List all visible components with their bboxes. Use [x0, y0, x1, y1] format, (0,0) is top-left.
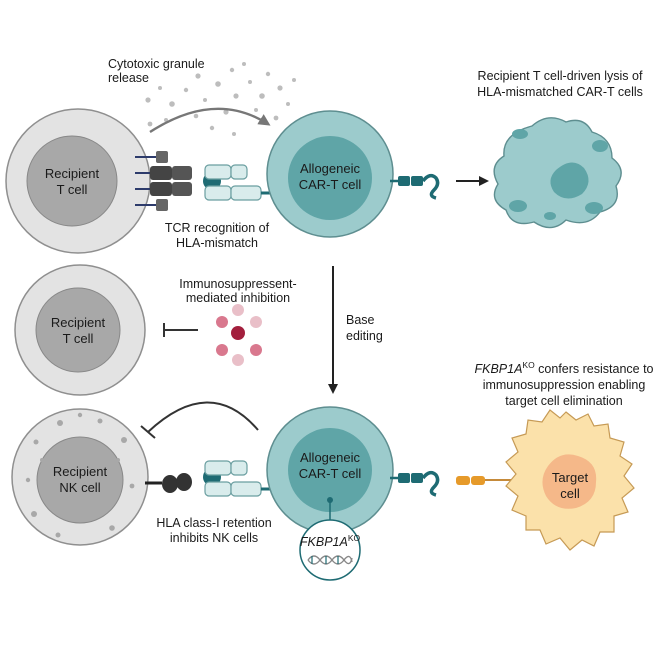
hla-molecule-1	[203, 164, 276, 201]
hla-label-2: inhibits NK cells	[170, 531, 258, 545]
fkbp1a-ko-label: FKBP1AKO	[300, 533, 361, 549]
hla-molecule-2	[203, 460, 276, 497]
inhibition-marker	[163, 323, 198, 337]
tcr-label-1: TCR recognition of	[165, 221, 270, 235]
granule-release-label-1: Cytotoxic granule	[108, 57, 205, 71]
tcr-receptors	[135, 151, 192, 211]
immuno-label-1: Immunosuppressent-	[179, 277, 296, 291]
recipient-t-cell-2-label-2: T cell	[63, 331, 94, 346]
allogeneic-car-t-cell-2: Allogeneic CAR-T cell	[266, 406, 394, 534]
fkbp1a-ko-bubble: FKBP1AKO	[299, 519, 361, 581]
allogeneic-car-t-cell-1: Allogeneic CAR-T cell	[266, 110, 394, 238]
immunosuppressant-molecules	[216, 304, 262, 366]
nk-cell-label-1: Recipient	[53, 464, 108, 479]
dna-helix-icon	[307, 555, 353, 565]
granule-release-label-2: release	[108, 71, 149, 85]
lysed-car-t-cell	[493, 117, 622, 229]
nk-inhibitory-receptor	[145, 473, 192, 493]
granule-arrow	[149, 107, 271, 134]
nk-cell-label-2: NK cell	[59, 480, 100, 495]
car-receptor-2	[390, 470, 440, 497]
resistance-label-2: immunosuppression enabling	[483, 378, 646, 392]
resistance-label-3: target cell elimination	[505, 394, 622, 408]
tcr-label-2: HLA-mismatch	[176, 236, 258, 250]
target-cell-label-1: Target	[552, 470, 589, 485]
car-receptor-1	[390, 173, 440, 200]
cytotoxic-granules	[145, 62, 296, 136]
fkbp-gene-sup: KO	[348, 533, 361, 543]
target-cell-label-2: cell	[560, 486, 580, 501]
fkbp-gene: FKBP1A	[300, 535, 348, 549]
resistance-rest: confers resistance to	[535, 362, 654, 376]
base-editing-label-2: editing	[346, 329, 383, 343]
immuno-label-2: mediated inhibition	[186, 291, 290, 305]
recipient-t-cell-1: Recipient T cell	[5, 108, 151, 254]
recipient-t-cell-2-label-1: Recipient	[51, 315, 106, 330]
car-t-1-label-1: Allogeneic	[300, 161, 360, 176]
recipient-nk-cell: Recipient NK cell	[11, 408, 149, 546]
lysis-label-2: HLA-mismatched CAR-T cells	[477, 85, 643, 99]
recipient-t-cell-2: Recipient T cell	[14, 264, 146, 396]
car-t-2-label-1: Allogeneic	[300, 450, 360, 465]
hla-label-1: HLA class-I retention	[156, 516, 271, 530]
recipient-t-cell-1-label-2: T cell	[57, 182, 88, 197]
base-editing-label-1: Base	[346, 313, 375, 327]
recipient-t-cell-1-label-1: Recipient	[45, 166, 100, 181]
car-t-2-label-2: CAR-T cell	[299, 466, 362, 481]
lysis-label-1: Recipient T cell-driven lysis of	[478, 69, 643, 83]
resistance-gene-sup: KO	[522, 360, 535, 370]
nk-inhibition-arc	[147, 401, 259, 433]
resistance-label-1: FKBP1AKO confers resistance to	[474, 360, 653, 376]
nk-inhibition-bar	[140, 425, 156, 439]
target-cell: Target cell	[505, 409, 635, 551]
car-t-1-label-2: CAR-T cell	[299, 177, 362, 192]
resistance-gene: FKBP1A	[474, 362, 522, 376]
